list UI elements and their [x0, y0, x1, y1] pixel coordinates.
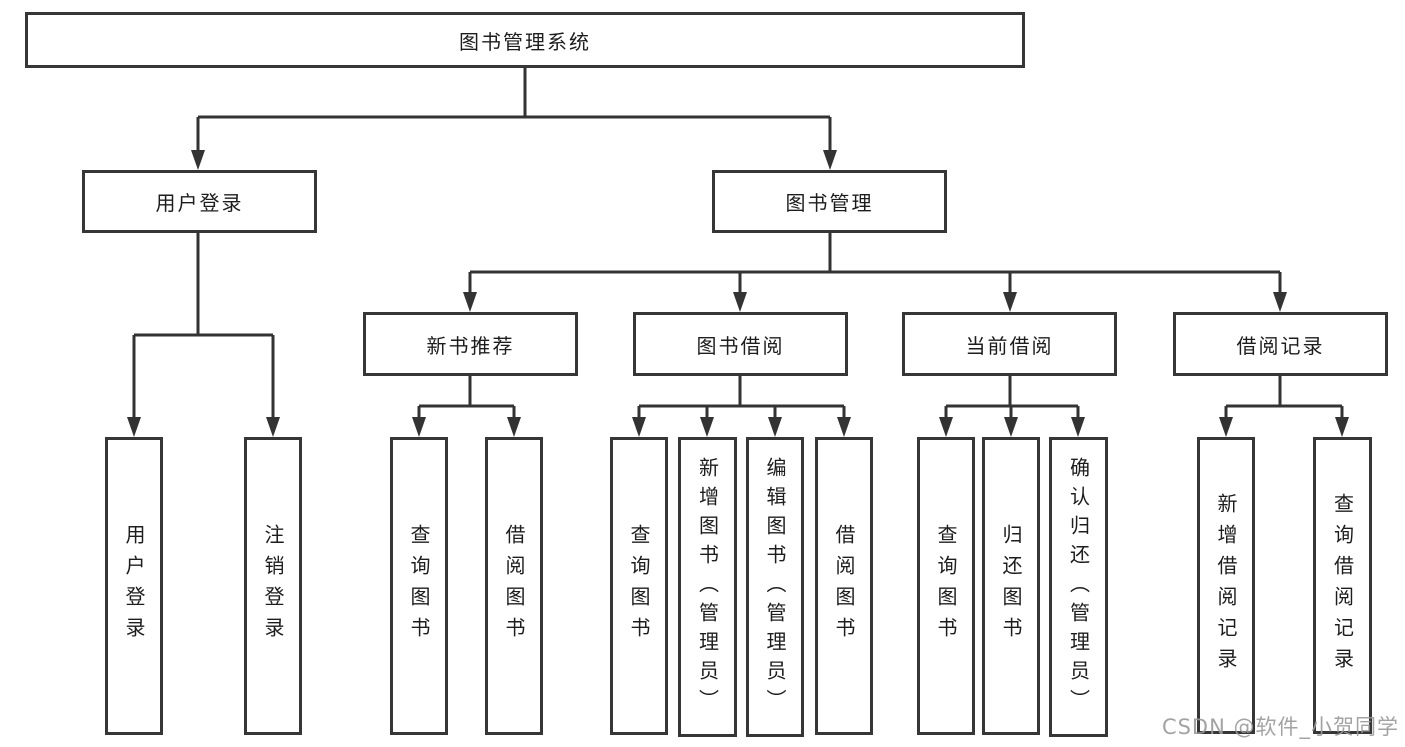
- node-borrow-records: 借阅记录: [1173, 312, 1388, 376]
- node-br-query-record-label: 查询借阅记录: [1330, 492, 1355, 679]
- node-bb-add-books-admin-label: 新增图书（管理员）: [695, 456, 720, 718]
- node-book-management: 图书管理: [712, 170, 947, 233]
- node-cb-query-books: 查询图书: [917, 437, 975, 735]
- node-br-add-record: 新增借阅记录: [1197, 437, 1255, 734]
- watermark-text: CSDN @软件_小贺同学: [1161, 715, 1399, 739]
- node-nb-borrow-books: 借阅图书: [485, 437, 543, 735]
- node-new-book-recommend: 新书推荐: [363, 312, 578, 376]
- node-bb-add-books-admin: 新增图书（管理员）: [678, 437, 737, 737]
- node-user-login: 用户登录: [82, 170, 317, 233]
- node-logout: 注销登录: [244, 437, 302, 735]
- node-bb-query-books-label: 查询图书: [627, 524, 651, 648]
- node-nb-query-books: 查询图书: [390, 437, 448, 735]
- node-root-label: 图书管理系统: [459, 29, 591, 54]
- node-bb-edit-books-admin: 编辑图书（管理员）: [746, 437, 804, 737]
- node-user-login-leaf-label: 用户登录: [122, 524, 146, 648]
- node-book-borrow: 图书借阅: [633, 312, 848, 376]
- node-cb-return-books-label: 归还图书: [999, 524, 1023, 648]
- node-cb-confirm-return-admin: 确认归还（管理员）: [1049, 437, 1108, 737]
- node-user-login-label: 用户登录: [155, 191, 244, 215]
- node-nb-query-books-label: 查询图书: [407, 524, 431, 648]
- node-cb-confirm-return-admin-label: 确认归还（管理员）: [1066, 456, 1091, 718]
- node-bb-edit-books-admin-label: 编辑图书（管理员）: [763, 456, 787, 718]
- node-current-borrow-label: 当前借阅: [965, 333, 1054, 358]
- node-bb-query-books: 查询图书: [610, 437, 668, 735]
- node-root: 图书管理系统: [25, 12, 1025, 68]
- node-nb-borrow-books-label: 借阅图书: [502, 524, 526, 648]
- node-cb-query-books-label: 查询图书: [934, 524, 958, 648]
- node-cb-return-books: 归还图书: [982, 437, 1040, 735]
- node-new-book-recommend-label: 新书推荐: [426, 333, 515, 358]
- node-user-login-leaf: 用户登录: [105, 437, 163, 735]
- node-book-management-label: 图书管理: [785, 191, 874, 215]
- node-logout-label: 注销登录: [261, 524, 285, 648]
- node-bb-borrow-books-label: 借阅图书: [832, 524, 856, 648]
- node-current-borrow: 当前借阅: [902, 312, 1117, 376]
- node-book-borrow-label: 图书借阅: [696, 333, 785, 358]
- node-bb-borrow-books: 借阅图书: [815, 437, 873, 735]
- node-br-query-record: 查询借阅记录: [1313, 437, 1372, 734]
- node-borrow-records-label: 借阅记录: [1236, 333, 1325, 358]
- node-br-add-record-label: 新增借阅记录: [1214, 492, 1238, 679]
